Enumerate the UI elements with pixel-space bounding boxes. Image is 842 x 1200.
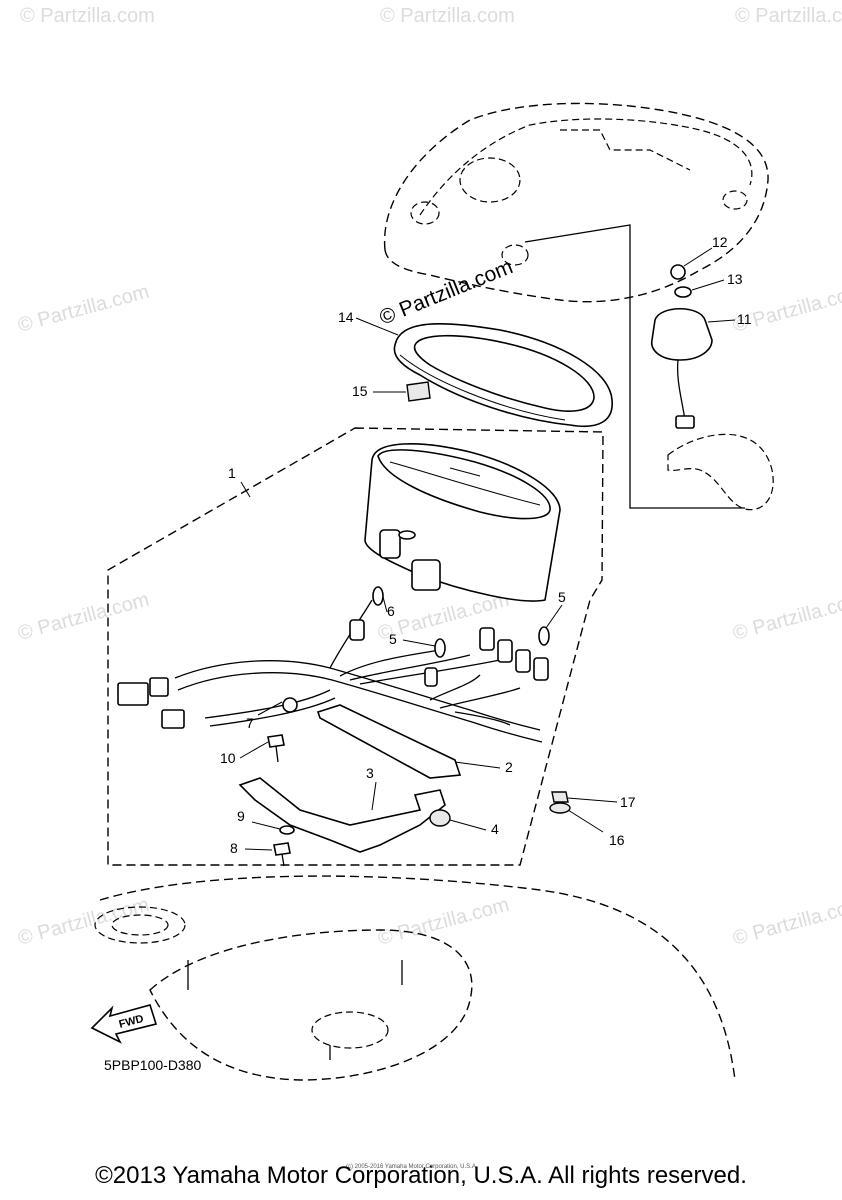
copyright-notice: ©2013 Yamaha Motor Corporation, U.S.A. A… (95, 1162, 747, 1189)
callout-7: 7 (246, 715, 254, 731)
watermark-text: © Partzilla.com (735, 5, 842, 27)
callout-1: 1 (228, 465, 236, 481)
watermark-text: © Partzilla.com (731, 281, 842, 337)
footer-small-text: (c) 2005-2016 Yamaha Motor Corporation, … (346, 1164, 478, 1170)
callout-12: 12 (712, 234, 728, 250)
callout-labels: 1 2 3 4 5 5 6 7 8 9 10 11 12 13 14 15 16… (220, 234, 752, 856)
bracket-outline (667, 433, 774, 511)
diagram-code: 5PBP100-D380 (104, 1057, 202, 1073)
watermark-text: © Partzilla.com (20, 5, 155, 27)
callout-2: 2 (505, 759, 513, 775)
callout-17: 17 (620, 794, 636, 810)
callout-8: 8 (230, 840, 238, 856)
watermark-text: © Partzilla.com (376, 894, 512, 950)
watermark-text: © Partzilla.com (16, 281, 152, 337)
reset-switch (651, 264, 713, 429)
bulb-sockets (117, 586, 550, 729)
callout-3: 3 (366, 765, 374, 781)
meter-brackets (238, 704, 571, 853)
meter-panel-ring (393, 322, 613, 427)
callout-5: 5 (389, 631, 397, 647)
watermark-text: © Partzilla.com (731, 894, 842, 950)
callout-14: 14 (338, 309, 354, 325)
callout-leaders (239, 247, 736, 851)
callout-16: 16 (609, 832, 625, 848)
speedometer-body (364, 443, 561, 602)
speedometer-assembly-boundary (107, 427, 604, 866)
connector-line (524, 224, 745, 509)
callout-9: 9 (237, 808, 245, 824)
watermark-text: © Partzilla.com (731, 589, 842, 645)
callout-13: 13 (727, 271, 743, 287)
light-guide (406, 381, 431, 402)
watermark-text: © Partzilla.com (380, 5, 515, 27)
screws (267, 734, 295, 867)
watermark-text: © Partzilla.com (16, 894, 152, 950)
watermark-text: © Partzilla.com (16, 589, 152, 645)
callout-11: 11 (737, 311, 752, 327)
callout-6: 6 (387, 603, 395, 619)
watermark-main: © Partzilla.com (376, 255, 516, 329)
callout-10: 10 (220, 750, 236, 766)
callout-15: 15 (352, 383, 368, 399)
callout-5: 5 (558, 589, 566, 605)
forward-arrow-icon: FWD (90, 1004, 158, 1044)
callout-4: 4 (491, 821, 499, 837)
handlebar-cover-outline (94, 875, 736, 1081)
headlight-cover-outline (383, 102, 769, 303)
